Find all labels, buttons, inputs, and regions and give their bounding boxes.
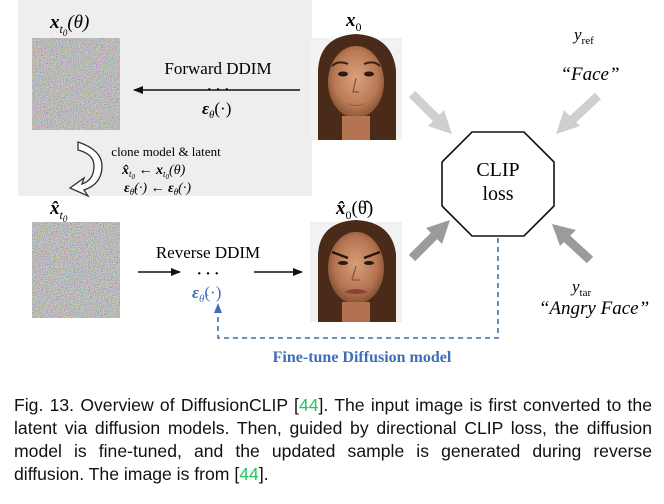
finetune-label: Fine-tune Diffusion model bbox=[273, 349, 452, 366]
arrow-output-to-clip bbox=[408, 220, 450, 262]
loss-label: loss bbox=[482, 183, 513, 205]
finetune-dashed-loop bbox=[214, 238, 499, 339]
latent-noise-image-bottom bbox=[32, 222, 120, 318]
x0-label: x0 bbox=[345, 10, 362, 34]
y-ref-label: yref bbox=[572, 25, 594, 47]
reverse-dots: · · · bbox=[197, 266, 220, 282]
clone-curved-arrow bbox=[68, 141, 103, 198]
figure-caption: Fig. 13. Overview of DiffusionCLIP [44].… bbox=[14, 394, 652, 486]
forward-eps-theta: εθ(·) bbox=[202, 99, 231, 121]
reverse-ddim-label: Reverse DDIM bbox=[156, 243, 260, 262]
x0-hat-label: x̂0(θ̂) bbox=[335, 198, 373, 222]
latent-top-label: xt0(θ) bbox=[49, 12, 89, 38]
clone-title: clone model & latent bbox=[111, 144, 221, 159]
arrow-ytar-to-clip bbox=[552, 224, 594, 264]
diffusionclip-figure: xt0(θ) x0 Forward DDIM · · · εθ(·) clone… bbox=[18, 0, 649, 366]
arrow-input-to-clip bbox=[408, 90, 452, 134]
reverse-eps-theta-hat: εθ̂(·) bbox=[192, 283, 221, 305]
caption-ref-1[interactable]: 44 bbox=[298, 395, 319, 415]
latent-bottom-label: x̂t0 bbox=[49, 198, 68, 224]
caption-prefix: Fig. 13. Overview of DiffusionCLIP [ bbox=[14, 395, 299, 415]
y-tar-label: ytar bbox=[570, 277, 591, 299]
forward-ddim-label: Forward DDIM bbox=[164, 59, 271, 78]
input-face-photo bbox=[310, 34, 402, 140]
clip-label: CLIP bbox=[476, 159, 519, 181]
clip-loss-octagon bbox=[441, 131, 555, 237]
y-ref-text: “Face” bbox=[560, 64, 619, 85]
y-tar-text: “Angry Face” bbox=[539, 298, 649, 319]
latent-noise-image-top bbox=[32, 38, 120, 130]
clone-eq1: x̂t0 ← xt0(θ) bbox=[121, 163, 186, 181]
caption-ref-2[interactable]: 44 bbox=[239, 464, 259, 484]
caption-suffix: ]. bbox=[258, 464, 269, 484]
output-angry-face-photo bbox=[310, 220, 402, 322]
arrow-yref-to-clip bbox=[556, 92, 602, 134]
caption-middle: ]. The input image is first converted to… bbox=[14, 395, 652, 484]
clone-eq2: εθ̂(·) ← εθ(·) bbox=[124, 181, 191, 197]
